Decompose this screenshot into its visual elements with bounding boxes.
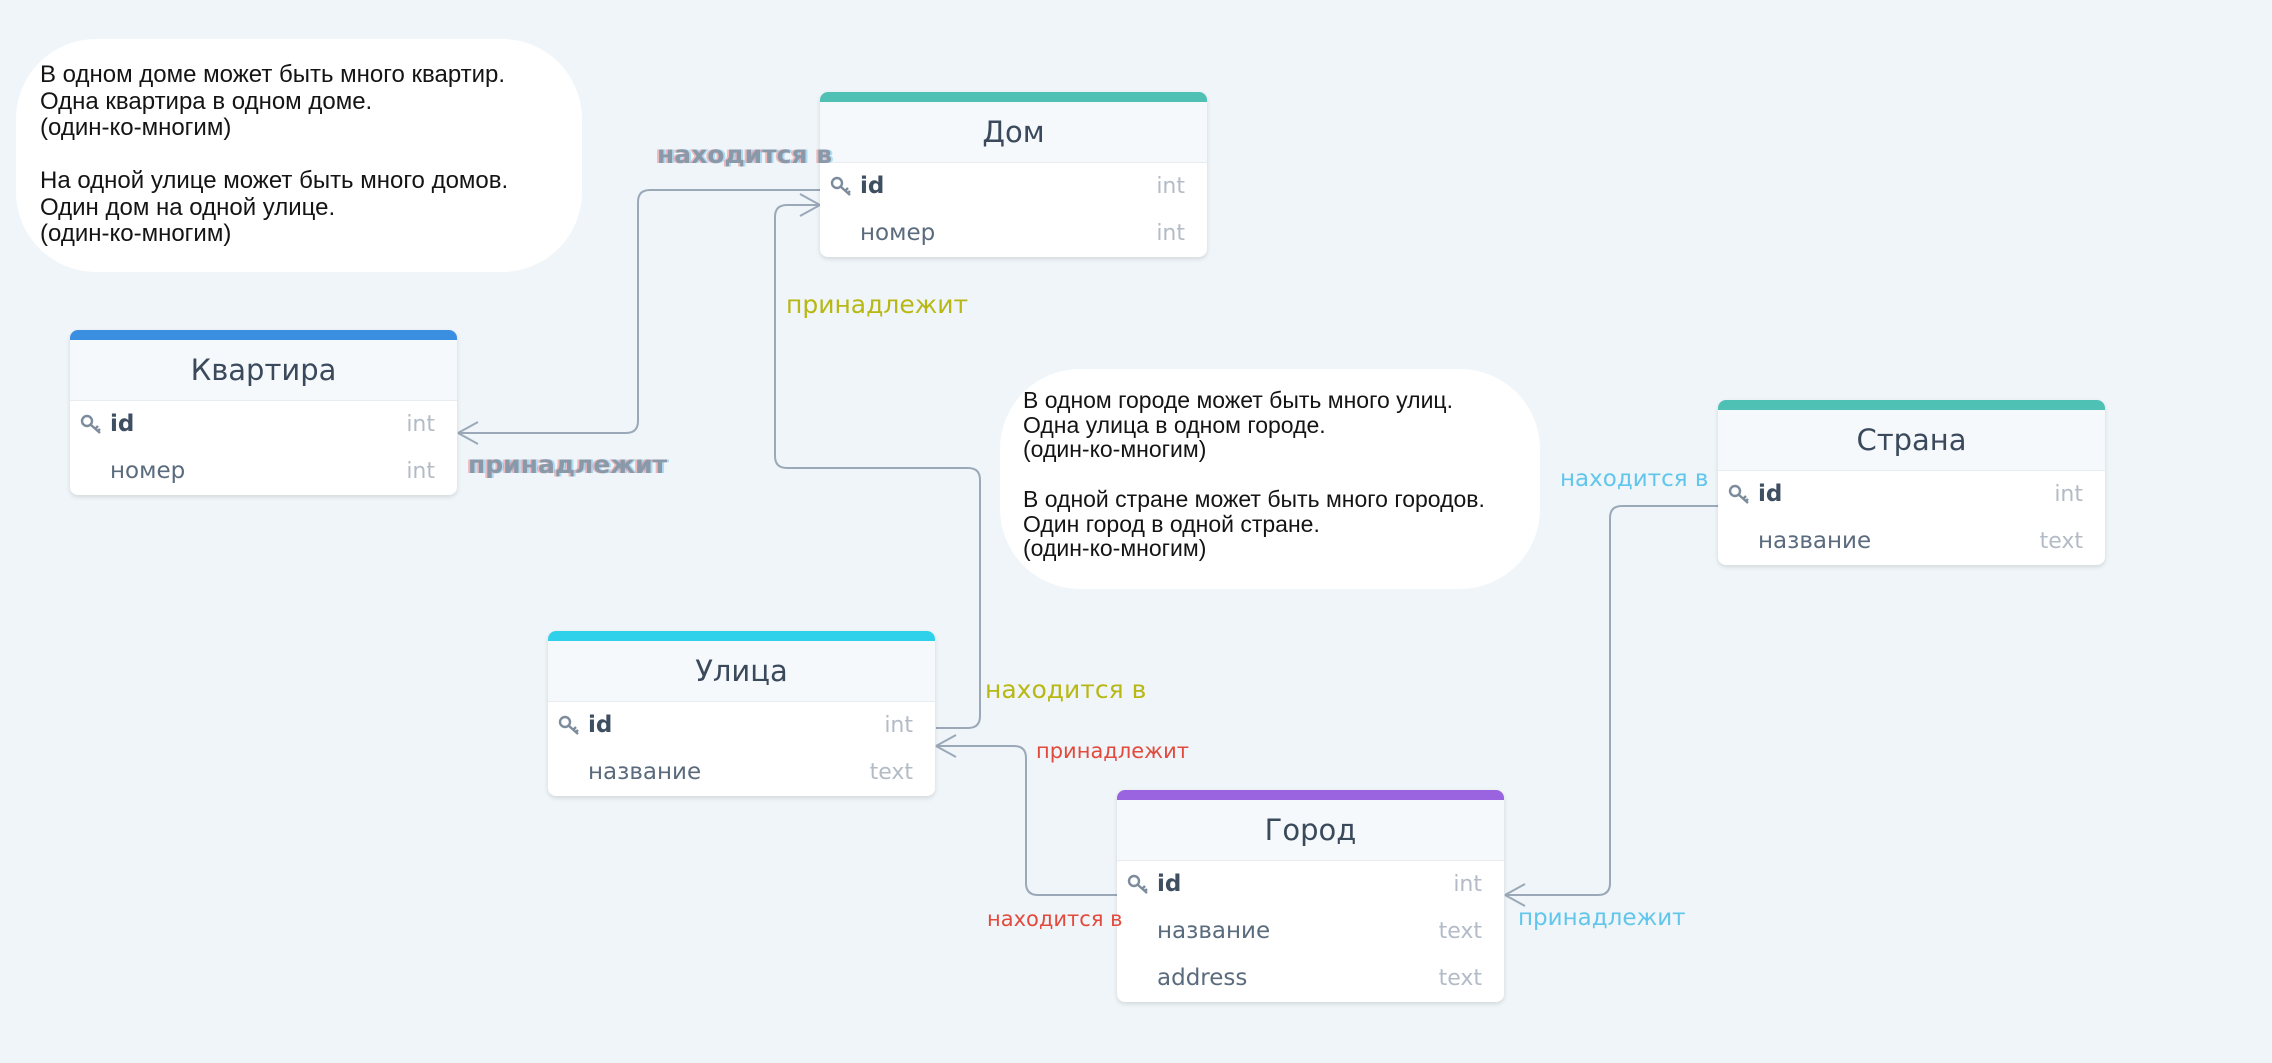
table-color-bar <box>1718 400 2105 410</box>
label-dom-ulitsa-bottom[interactable]: находится в <box>985 675 1147 704</box>
table-title[interactable]: Улица <box>548 641 935 702</box>
field-type: int <box>406 459 435 484</box>
note-line: Один дом на одной улице. <box>40 193 336 221</box>
note-gorod-strana: В одном городе может быть много улиц. Од… <box>1000 369 1540 589</box>
field-type: int <box>884 713 913 738</box>
crowfoot-kvartira <box>457 421 480 445</box>
table-strana[interactable]: Страна id int название text <box>1718 400 2105 565</box>
field-row-id[interactable]: id int <box>1718 471 2105 518</box>
note-dom-ulitsa: В одном доме может быть много квартир. О… <box>16 39 582 272</box>
table-ulitsa[interactable]: Улица id int название text <box>548 631 935 796</box>
field-row-nomer[interactable]: номер int <box>70 448 457 495</box>
table-color-bar <box>548 631 935 641</box>
table-title[interactable]: Страна <box>1718 410 2105 471</box>
connector-gorod-strana[interactable] <box>1505 505 1718 896</box>
table-gorod[interactable]: Город id int название text address text <box>1117 790 1504 1002</box>
field-name: номер <box>860 220 936 246</box>
note-line: (один-ко-многим) <box>40 114 232 141</box>
field-name: id <box>1758 481 1783 507</box>
field-name: id <box>110 411 135 437</box>
field-name: название <box>588 759 702 785</box>
note-line: На одной улице может быть много домов. <box>40 167 509 194</box>
crowfoot-gorod <box>1504 883 1526 907</box>
note-line: В одной стране может быть много городов. <box>1023 485 1485 512</box>
note-line: Один город в одной стране. <box>1023 510 1320 537</box>
field-type: int <box>1156 174 1185 199</box>
field-row-id[interactable]: id int <box>548 702 935 749</box>
table-title[interactable]: Дом <box>820 102 1207 163</box>
note-line: (один-ко-многим) <box>40 220 232 247</box>
connector-dom-kvartira[interactable] <box>458 189 820 434</box>
table-title[interactable]: Квартира <box>70 340 457 401</box>
field-row-id[interactable]: id int <box>70 401 457 448</box>
field-type: int <box>1156 221 1185 246</box>
field-name: id <box>588 712 613 738</box>
label-ulitsa-gorod-bottom[interactable]: находится в <box>987 907 1123 931</box>
label-dom-kvartira-top[interactable]: находится в <box>657 140 833 169</box>
label-dom-kvartira-bottom[interactable]: принадлежит <box>468 450 668 479</box>
field-type: text <box>869 760 913 785</box>
field-name: название <box>1758 528 1872 554</box>
note-line: Одна квартира в одном доме. <box>40 87 373 115</box>
note-line: (один-ко-многим) <box>1023 436 1207 463</box>
connector-dom-ulitsa[interactable] <box>774 204 981 729</box>
field-row-nazvanie[interactable]: название text <box>1117 908 1504 955</box>
note-line: Одна улица в одном городе. <box>1023 411 1326 438</box>
crowfoot-ulitsa <box>935 734 957 758</box>
key-icon <box>1127 874 1148 894</box>
table-kvartira[interactable]: Квартира id int номер int <box>70 330 457 495</box>
field-row-address[interactable]: address text <box>1117 955 1504 1002</box>
field-type: int <box>2054 482 2083 507</box>
table-title[interactable]: Город <box>1117 800 1504 861</box>
note-line: В одном доме может быть много квартир. <box>40 61 506 88</box>
field-name: номер <box>110 458 186 484</box>
table-color-bar <box>820 92 1207 102</box>
field-row-id[interactable]: id int <box>820 163 1207 210</box>
field-name: id <box>1157 871 1182 897</box>
field-type: text <box>1438 919 1482 944</box>
label-gorod-strana-bottom[interactable]: принадлежит <box>1518 905 1686 931</box>
field-row-nazvanie[interactable]: название text <box>1718 518 2105 565</box>
key-icon <box>558 715 579 735</box>
note-line: (один-ко-многим) <box>1023 535 1207 562</box>
field-row-nomer[interactable]: номер int <box>820 210 1207 257</box>
field-row-nazvanie[interactable]: название text <box>548 749 935 796</box>
field-row-id[interactable]: id int <box>1117 861 1504 908</box>
crowfoot-dom <box>799 193 821 217</box>
key-icon <box>1728 484 1749 504</box>
field-name: id <box>860 173 885 199</box>
field-name: название <box>1157 918 1271 944</box>
table-color-bar <box>1117 790 1504 800</box>
table-dom[interactable]: Дом id int номер int <box>820 92 1207 257</box>
note-line: В одном городе может быть много улиц. <box>1023 387 1453 413</box>
field-type: text <box>1438 966 1482 991</box>
key-icon <box>80 414 101 434</box>
label-dom-ulitsa-top[interactable]: принадлежит <box>786 290 969 319</box>
key-icon <box>830 176 851 196</box>
field-type: text <box>2039 529 2083 554</box>
label-ulitsa-gorod-top[interactable]: принадлежит <box>1036 739 1189 763</box>
label-gorod-strana-top[interactable]: находится в <box>1560 466 1709 492</box>
field-name: address <box>1157 965 1248 991</box>
connector-ulitsa-gorod[interactable] <box>936 745 1117 896</box>
field-type: int <box>1453 872 1482 897</box>
field-type: int <box>406 412 435 437</box>
table-color-bar <box>70 330 457 340</box>
